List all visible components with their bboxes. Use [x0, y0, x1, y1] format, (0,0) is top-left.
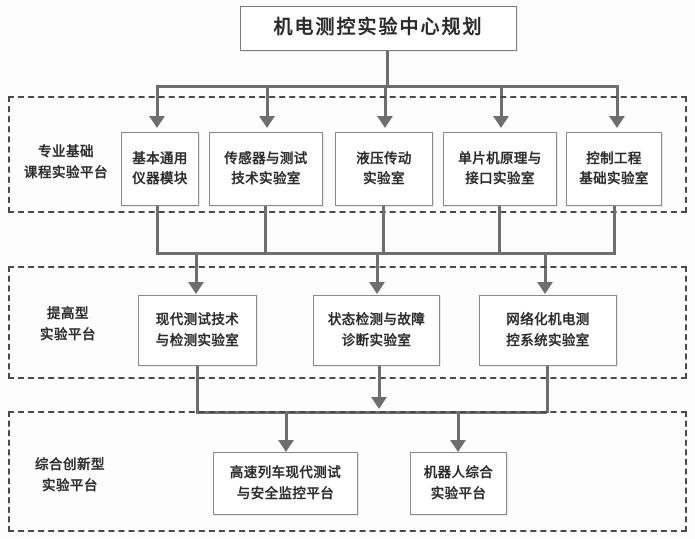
root-node-title: 机电测控实验中心规划 — [240, 6, 517, 51]
platform-container-advanced — [8, 266, 687, 379]
connector-stem-row1-2 — [264, 206, 267, 255]
arrowhead-row2-3 — [537, 282, 553, 294]
arrowhead-row2-1 — [188, 282, 204, 294]
arrowhead-row3-2 — [450, 440, 466, 452]
connector-stem-row2-1 — [196, 366, 199, 413]
connector-drop-row1-4 — [500, 85, 503, 118]
arrowhead-into-bar-row3 — [371, 397, 387, 409]
platform-label-basic: 专业基础 课程实验平台 — [24, 144, 108, 180]
connector-drop-row1-5 — [616, 85, 619, 118]
node-networked-control-lab[interactable]: 网络化机电测 控系统实验室 — [479, 295, 617, 366]
connector-stem-row1-3 — [382, 206, 385, 255]
connector-stem-row1-4 — [498, 206, 501, 255]
platform-label-advanced: 提高型 实验平台 — [40, 306, 96, 342]
node-sensor-testing-lab[interactable]: 传感器与测试 技术实验室 — [209, 132, 323, 206]
connector-drop-row2-1 — [195, 252, 198, 284]
arrowhead-row3-1 — [278, 440, 294, 452]
connector-drop-row1-3 — [384, 85, 387, 118]
platform-container-basic — [8, 96, 687, 213]
connector-drop-row3-2 — [457, 411, 460, 442]
node-robot-platform[interactable]: 机器人综合 实验平台 — [410, 452, 507, 515]
connector-drop-row2-2 — [376, 252, 379, 284]
platform-container-innovative — [8, 411, 687, 532]
connector-bar-root-to-row1 — [156, 85, 619, 88]
connector-stem-row2-2 — [378, 366, 381, 399]
arrowhead-row1-5 — [609, 116, 625, 128]
connector-stem-row2-3 — [546, 366, 549, 413]
node-control-engineering-lab[interactable]: 控制工程 基础实验室 — [566, 132, 662, 206]
node-modern-testing-lab[interactable]: 现代测试技术 与检测实验室 — [138, 295, 257, 366]
connector-root-stem — [386, 51, 389, 85]
node-condition-fault-lab[interactable]: 状态检测与故障 诊断实验室 — [313, 295, 440, 366]
connector-drop-row1-2 — [266, 85, 269, 118]
connector-stem-row1-1 — [156, 206, 159, 255]
arrowhead-row1-2 — [259, 116, 275, 128]
connector-stem-row1-5 — [613, 206, 616, 255]
arrowhead-row1-3 — [377, 116, 393, 128]
connector-drop-row3-1 — [285, 411, 288, 442]
node-hydraulic-lab[interactable]: 液压传动 实验室 — [335, 132, 433, 206]
connector-bar-row1-to-row2 — [156, 252, 616, 255]
connector-drop-row2-3 — [544, 252, 547, 284]
node-mcu-interface-lab[interactable]: 单片机原理与 接口实验室 — [443, 132, 557, 206]
platform-label-innovative: 综合创新型 实验平台 — [35, 457, 105, 493]
node-basic-instrument-module[interactable]: 基本通用 仪器模块 — [121, 132, 199, 206]
arrowhead-row2-2 — [369, 282, 385, 294]
arrowhead-row1-4 — [493, 116, 509, 128]
node-high-speed-train-platform[interactable]: 高速列车现代测试 与安全监控平台 — [213, 452, 358, 515]
connector-drop-row1-1 — [156, 85, 159, 118]
arrowhead-row1-1 — [149, 116, 165, 128]
